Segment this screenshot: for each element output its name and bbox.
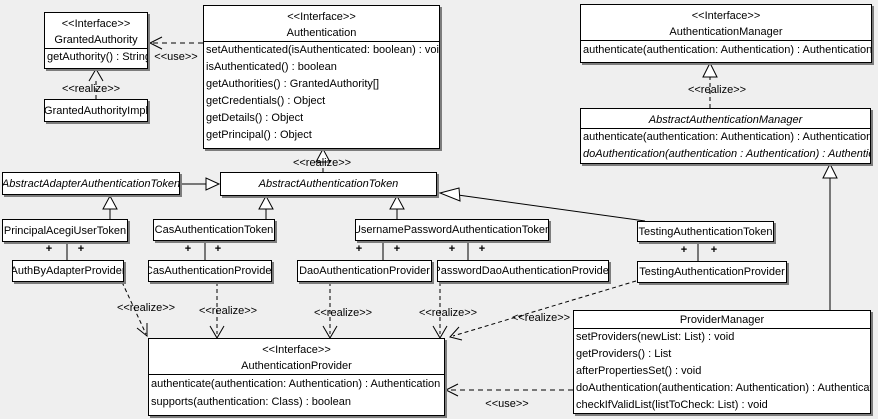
generalization-edge-abstractadapter [180, 177, 221, 191]
stereotype-label: <<Interface>> [287, 11, 356, 23]
method-label: getProviders() : List [576, 348, 672, 360]
class-provider-manager: ProviderManager setProviders(newList: Li… [573, 310, 871, 414]
generalization-edge-usernamepasswordtoken [389, 194, 405, 219]
class-cas-authentication-provider: CasAuthenticationProvider [148, 260, 272, 282]
class-testing-authentication-provider: TestingAuthenticationProvider [637, 261, 787, 283]
realize-label: <<realize>> [292, 157, 352, 169]
method-label: getCredentials() : Object [206, 95, 326, 107]
class-name: AuthenticationManager [669, 26, 783, 38]
class-name: AuthenticationProvider [241, 360, 352, 372]
class-name: AbstractAuthenticationManager [648, 114, 803, 126]
method-label: afterPropertiesSet() : void [576, 365, 702, 377]
generalization-edge-principalacegi [102, 194, 118, 219]
class-principal-acegi-user-token: PrincipalAcegiUserToken [2, 219, 128, 242]
class-abstract-authentication-manager: AbstractAuthenticationManager authentica… [580, 108, 871, 164]
method-label: supports(authentication: Class) : boolea… [151, 396, 351, 408]
class-name: ProviderManager [679, 314, 765, 326]
class-authentication: <<Interface>> Authentication setAuthenti… [203, 5, 440, 149]
realize-edge-authbyadapterprovider [121, 281, 148, 338]
class-password-dao-authentication-provider: PasswordDaoAuthenticationProvider [437, 260, 609, 282]
association-plus: + [355, 243, 363, 255]
association-edges [66, 241, 699, 261]
realize-edge-abstractauthenticationmanager [702, 61, 718, 108]
class-cas-authentication-token: CasAuthenticationToken [153, 219, 275, 241]
class-name: PrincipalAcegiUserToken [3, 224, 127, 237]
class-auth-by-adapter-provider: AuthByAdapterProvider [12, 260, 124, 282]
class-testing-authentication-token: TestingAuthenticationToken [637, 221, 774, 242]
class-authentication-provider: <<Interface>> AuthenticationProvider aut… [148, 338, 445, 416]
class-name: AbstractAdapterAuthenticationToken [2, 177, 180, 190]
method-label: getAuthority() : String [47, 51, 147, 63]
method-label: setProviders(newList: List) : void [576, 331, 735, 343]
class-dao-authentication-provider: DaoAuthenticationProvider [297, 260, 432, 282]
class-granted-authority: <<Interface>> GrantedAuthority getAuthor… [44, 12, 148, 69]
use-edge-authentication-grantedauthority [148, 36, 203, 50]
class-name: TestingAuthenticationProvider [639, 266, 785, 278]
method-label: getPrincipal() : Object [206, 129, 312, 141]
class-name: GrantedAuthority [54, 34, 138, 46]
realize-edge-testingprovider [449, 280, 637, 341]
method-label: authenticate(authentication: Authenticat… [151, 378, 441, 390]
class-username-password-authentication-token: UsernamePasswordAuthenticationToken [355, 219, 549, 241]
generalization-edge-testingtoken [438, 187, 646, 222]
class-name: UsernamePasswordAuthenticationToken [355, 224, 549, 236]
method-label: setAuthenticated(isAuthenticated: boolea… [206, 44, 439, 56]
generalization-edge-castoken [258, 194, 274, 219]
association-plus: + [77, 243, 85, 255]
class-abstract-authentication-token: AbstractAuthenticationToken [220, 172, 437, 196]
class-name: GrantedAuthorityImpl [44, 104, 148, 117]
use-label: <<use>> [485, 398, 529, 410]
class-name: CasAuthenticationProvider [148, 265, 272, 277]
realize-label: <<realize>> [511, 312, 571, 324]
class-name: DaoAuthenticationProvider [299, 265, 430, 277]
association-plus: + [448, 243, 456, 255]
class-name: PasswordDaoAuthenticationProvider [437, 265, 609, 277]
association-plus: + [680, 244, 688, 256]
association-plus: + [393, 243, 401, 255]
method-label: authenticate(authentication: Authenticat… [583, 44, 871, 56]
class-name: Authentication [286, 27, 357, 39]
use-edge-providermanager-authenticationprovider [444, 383, 573, 397]
realize-label: <<realize>> [61, 83, 121, 95]
class-abstract-adapter-authentication-token: AbstractAdapterAuthenticationToken [2, 172, 180, 195]
realize-label: <<realize>> [418, 307, 478, 319]
association-plus: + [214, 243, 222, 255]
stereotype-label: <<Interface>> [691, 10, 761, 22]
class-name: CasAuthenticationToken [154, 224, 274, 236]
association-plus: + [478, 243, 486, 255]
method-label: doAuthentication(authentication : Authen… [583, 148, 870, 160]
stereotype-label: <<Interface>> [262, 344, 331, 356]
realize-edge-abstractauthenticationtoken [315, 147, 331, 172]
association-plus: + [710, 244, 718, 256]
class-name: AbstractAuthenticationToken [258, 178, 399, 190]
realize-label: <<realize>> [687, 84, 747, 96]
method-label: isAuthenticated() : boolean [206, 61, 337, 73]
realize-label: <<realize>> [198, 305, 258, 317]
method-label: getAuthorities() : GrantedAuthority[] [206, 78, 380, 90]
use-label: <<use>> [154, 51, 198, 63]
class-granted-authority-impl: GrantedAuthorityImpl [44, 99, 148, 122]
class-authentication-manager: <<Interface>> AuthenticationManager auth… [580, 4, 872, 63]
generalization-edge-providermanager [822, 162, 838, 310]
realize-label: <<realize>> [116, 302, 176, 314]
stereotype-label: <<Interface>> [61, 18, 131, 30]
method-label: getDetails() : Object [206, 112, 304, 124]
class-name: TestingAuthenticationToken [638, 225, 773, 238]
method-label: checkIfValidList(listToCheck: List) : vo… [576, 399, 768, 411]
realize-edge-grantedauthorityimpl [88, 68, 104, 99]
method-label: doAuthentication(authentication: Authent… [576, 382, 870, 394]
class-name: AuthByAdapterProvider [12, 265, 124, 277]
association-plus: + [184, 243, 192, 255]
method-label: authenticate(authentication: Authenticat… [583, 131, 870, 143]
association-plus: + [45, 243, 53, 255]
realize-label: <<realize>> [313, 307, 373, 319]
